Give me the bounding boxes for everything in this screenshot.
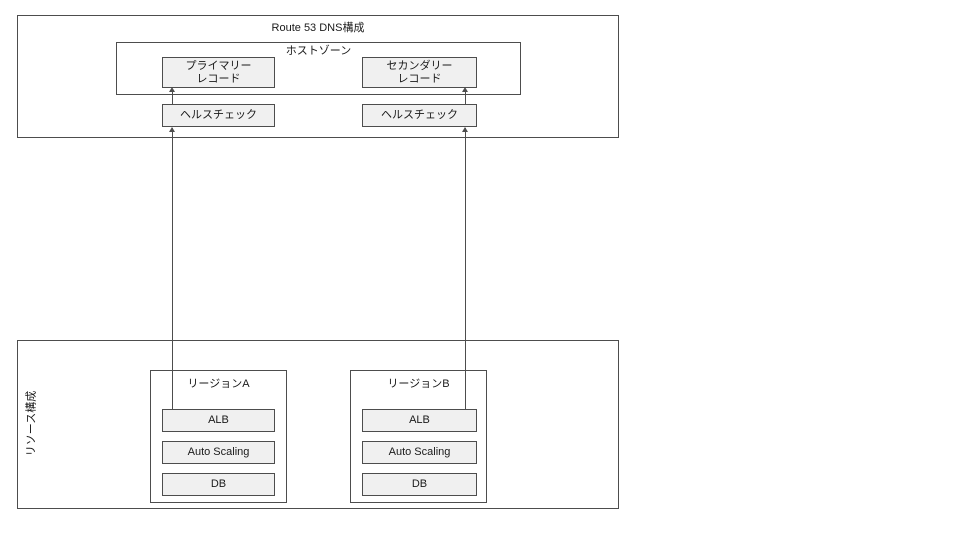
- health-check-node-a[interactable]: ヘルスチェック: [162, 104, 275, 127]
- arrow-up-icon-health-check-b: [462, 127, 468, 132]
- health-check-node-b[interactable]: ヘルスチェック: [362, 104, 477, 127]
- connector-health-check-b-to-secondary-record: [465, 89, 466, 104]
- arrow-up-icon-health-check-a: [169, 127, 175, 132]
- connector-alb-a-to-health-check-a: [172, 128, 173, 409]
- resource-configuration-label: リソース構成: [25, 390, 38, 457]
- connector-health-check-a-to-primary-record: [172, 89, 173, 104]
- db-node-region-b[interactable]: DB: [362, 473, 477, 496]
- secondary-record-node[interactable]: セカンダリー レコード: [362, 57, 477, 88]
- alb-node-region-b[interactable]: ALB: [362, 409, 477, 432]
- connector-alb-b-to-health-check-b: [465, 128, 466, 409]
- auto-scaling-node-region-b[interactable]: Auto Scaling: [362, 441, 477, 464]
- hosted-zone-title: ホストゾーン: [285, 45, 352, 57]
- arrow-up-icon-secondary-record: [462, 87, 468, 92]
- resource-configuration-group: [17, 340, 619, 509]
- primary-record-node[interactable]: プライマリー レコード: [162, 57, 275, 88]
- region-b-title: リージョンB: [387, 378, 450, 390]
- region-a-title: リージョンA: [187, 378, 250, 390]
- auto-scaling-node-region-a[interactable]: Auto Scaling: [162, 441, 275, 464]
- dns-configuration-title: Route 53 DNS構成: [271, 22, 365, 34]
- alb-node-region-a[interactable]: ALB: [162, 409, 275, 432]
- db-node-region-a[interactable]: DB: [162, 473, 275, 496]
- arrow-up-icon-primary-record: [169, 87, 175, 92]
